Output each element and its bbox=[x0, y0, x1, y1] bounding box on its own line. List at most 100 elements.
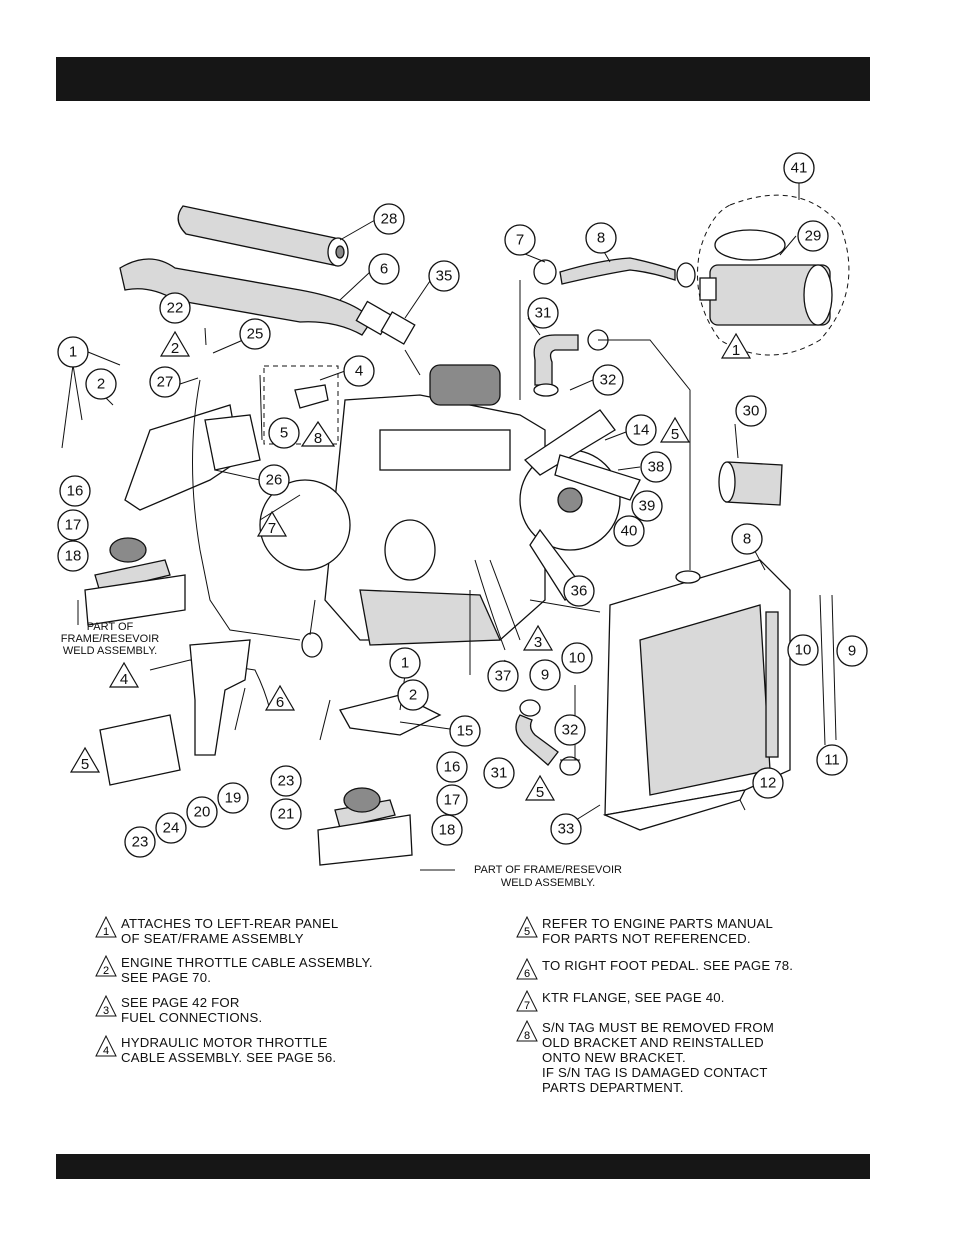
svg-text:22: 22 bbox=[167, 300, 184, 317]
throttle-cable bbox=[192, 379, 301, 641]
callout-32-upper: 32 bbox=[592, 364, 624, 396]
clamp-32-lower-hose bbox=[519, 699, 541, 717]
svg-text:11: 11 bbox=[824, 752, 840, 769]
callout-21: 21 bbox=[270, 798, 302, 830]
frame-label-left-2: FRAME/RESEVOIR bbox=[61, 633, 159, 645]
callout-30: 30 bbox=[735, 395, 767, 427]
callout-24: 24 bbox=[155, 812, 187, 844]
svg-text:16: 16 bbox=[67, 483, 84, 500]
svg-text:21: 21 bbox=[278, 806, 295, 823]
svg-text:8: 8 bbox=[743, 531, 751, 548]
svg-text:7: 7 bbox=[268, 520, 276, 537]
svg-text:27: 27 bbox=[157, 374, 174, 391]
svg-text:32: 32 bbox=[600, 372, 617, 389]
callout-5: 5 bbox=[268, 417, 300, 449]
callout-10-right: 9 bbox=[836, 635, 868, 667]
clamp-32-lower bbox=[533, 383, 559, 397]
callout-25: 25 bbox=[239, 318, 271, 350]
radiator-part bbox=[602, 559, 791, 831]
note-triangle-3-diagram: 3 bbox=[522, 624, 554, 651]
footer-bar bbox=[56, 1154, 870, 1179]
svg-text:24: 24 bbox=[163, 820, 180, 837]
note-triangle-6-diagram: 6 bbox=[264, 684, 296, 711]
engine-exploded-diagram: 1 2 22 25 27 4 5 26 28 6 35 7 8 41 29 31… bbox=[57, 152, 868, 889]
left-mount-part bbox=[84, 537, 186, 626]
frame-label-right-2: WELD ASSEMBLY. bbox=[501, 877, 595, 889]
note-triangle-5-left: 5 bbox=[69, 746, 101, 773]
engine-bracket-part bbox=[124, 404, 261, 511]
sn-tag bbox=[294, 384, 329, 409]
warning-triangle-icon: 4 bbox=[95, 1035, 117, 1057]
svg-text:5: 5 bbox=[81, 756, 89, 773]
svg-text:30: 30 bbox=[743, 403, 760, 420]
svg-text:36: 36 bbox=[571, 583, 588, 600]
callout-13: 12 bbox=[752, 767, 784, 799]
callout-7: 7 bbox=[504, 224, 536, 256]
lower-hose-part bbox=[515, 714, 559, 766]
svg-text:39: 39 bbox=[639, 498, 656, 515]
callout-18-left: 18 bbox=[57, 540, 89, 572]
note-4: 4 HYDRAULIC MOTOR THROTTLE CABLE ASSEMBL… bbox=[95, 1035, 336, 1065]
callout-10-mid: 9 bbox=[529, 659, 561, 691]
svg-text:1: 1 bbox=[69, 344, 77, 361]
exhaust-pipe-part bbox=[119, 258, 416, 345]
svg-text:6: 6 bbox=[524, 968, 530, 980]
svg-text:5: 5 bbox=[671, 426, 679, 443]
note-7: 7 KTR FLANGE, SEE PAGE 40. bbox=[516, 990, 725, 1012]
callout-38: 38 bbox=[640, 451, 672, 483]
callout-2: 2 bbox=[85, 368, 117, 400]
hose-clamp-7b bbox=[676, 262, 696, 288]
svg-text:9: 9 bbox=[541, 667, 549, 684]
svg-text:28: 28 bbox=[381, 211, 398, 228]
svg-text:2: 2 bbox=[409, 687, 417, 704]
note-3: 3 SEE PAGE 42 FOR FUEL CONNECTIONS. bbox=[95, 995, 262, 1025]
hose-clamp-7 bbox=[533, 259, 557, 285]
callout-16-left: 16 bbox=[59, 475, 91, 507]
callout-19: 19 bbox=[217, 782, 249, 814]
callout-29: 29 bbox=[797, 220, 829, 252]
svg-text:9: 9 bbox=[848, 643, 856, 660]
svg-text:17: 17 bbox=[444, 792, 461, 809]
callout-17-right: 17 bbox=[436, 784, 468, 816]
callout-17-left: 17 bbox=[57, 509, 89, 541]
note-8: 8 S/N TAG MUST BE REMOVED FROM OLD BRACK… bbox=[516, 1020, 774, 1095]
svg-text:40: 40 bbox=[621, 523, 638, 540]
warning-triangle-icon: 2 bbox=[95, 955, 117, 977]
callout-32-lower: 32 bbox=[554, 714, 586, 746]
svg-text:1: 1 bbox=[732, 342, 740, 359]
warning-triangle-icon: 3 bbox=[95, 995, 117, 1017]
callout-41: 41 bbox=[783, 152, 815, 184]
note-text: ENGINE THROTTLE CABLE ASSEMBLY. SEE PAGE… bbox=[121, 955, 373, 985]
callout-31-lower: 31 bbox=[483, 757, 515, 789]
svg-text:23: 23 bbox=[132, 834, 149, 851]
note-text: ATTACHES TO LEFT-REAR PANEL OF SEAT/FRAM… bbox=[121, 916, 339, 946]
callout-39: 39 bbox=[631, 490, 663, 522]
svg-text:2: 2 bbox=[103, 965, 109, 977]
svg-text:20: 20 bbox=[194, 804, 211, 821]
svg-text:2: 2 bbox=[171, 340, 179, 357]
cable-end bbox=[301, 632, 323, 658]
svg-text:5: 5 bbox=[524, 926, 530, 938]
svg-text:1: 1 bbox=[103, 926, 109, 938]
svg-text:10: 10 bbox=[795, 642, 812, 659]
svg-text:18: 18 bbox=[65, 548, 82, 565]
callout-23-mid: 23 bbox=[270, 765, 302, 797]
note-1: 1 ATTACHES TO LEFT-REAR PANEL OF SEAT/FR… bbox=[95, 916, 338, 946]
note-text: SEE PAGE 42 FOR FUEL CONNECTIONS. bbox=[121, 995, 263, 1025]
frame-label-left-1: PART OF bbox=[87, 621, 134, 633]
callout-9: 8 bbox=[731, 523, 763, 555]
radiator-seal-13 bbox=[765, 611, 779, 758]
note-triangle-5-lower: 5 bbox=[524, 774, 556, 801]
svg-text:25: 25 bbox=[247, 326, 264, 343]
muffler-part bbox=[177, 205, 349, 267]
svg-text:35: 35 bbox=[436, 268, 453, 285]
svg-text:14: 14 bbox=[633, 422, 650, 439]
callout-36: 36 bbox=[563, 575, 595, 607]
callout-11-right: 10 bbox=[787, 634, 819, 666]
callout-1: 1 bbox=[57, 336, 89, 368]
svg-text:12: 12 bbox=[760, 775, 777, 792]
frame-label-right-1: PART OF FRAME/RESEVOIR bbox=[474, 864, 622, 876]
callout-2b: 2 bbox=[397, 679, 429, 711]
sn-tag-box bbox=[263, 365, 339, 445]
note-text: TO RIGHT FOOT PEDAL. SEE PAGE 78. bbox=[542, 958, 794, 973]
